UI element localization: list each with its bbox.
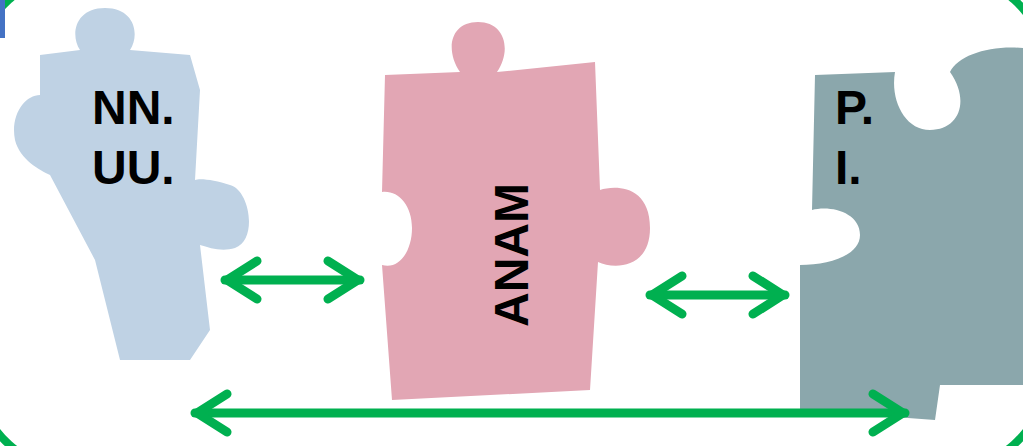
puzzle-piece: P. I. — [785, 45, 1023, 413]
puzzle-piece: NN. UU. — [10, 5, 225, 413]
piece-label: P. I. — [835, 78, 895, 198]
piece-shape — [14, 8, 249, 360]
piece-shape — [382, 22, 650, 400]
puzzle-piece: ANAM — [360, 20, 650, 400]
double-arrow — [650, 291, 785, 300]
piece-label: ANAM — [482, 183, 542, 327]
double-arrow — [225, 276, 360, 285]
piece-label: NN. UU. — [92, 78, 202, 198]
corner-mark — [0, 0, 5, 38]
piece-shape — [800, 47, 1023, 420]
double-arrow — [195, 409, 905, 418]
piece-outline — [785, 45, 1023, 413]
piece-outline — [10, 5, 225, 413]
